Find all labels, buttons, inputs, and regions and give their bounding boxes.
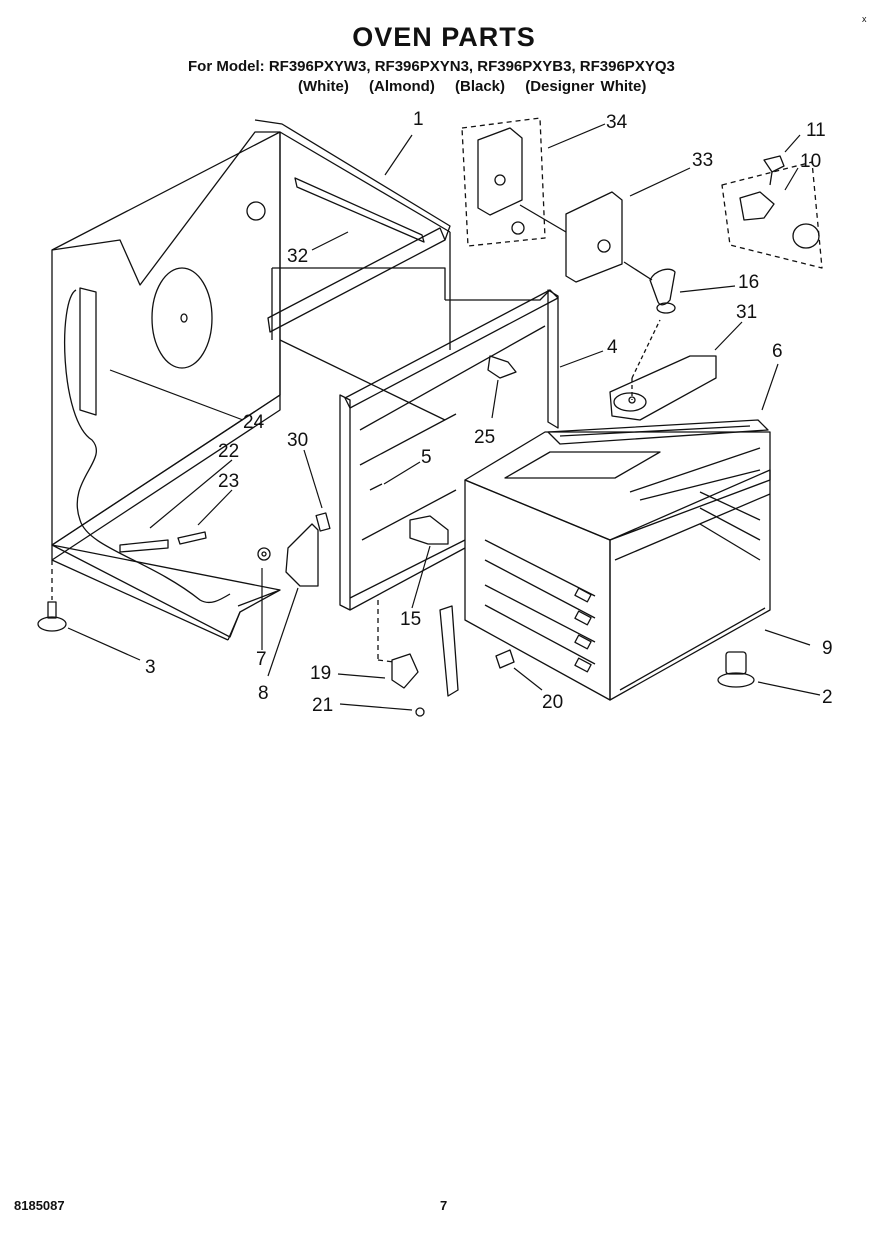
corner-mark: x <box>862 14 867 24</box>
oven-rack <box>547 419 769 561</box>
color-black: (Black) <box>455 78 506 95</box>
callout-4: 4 <box>607 337 618 358</box>
callout-labels: 1 2 3 4 5 6 7 8 9 10 11 15 16 19 20 21 2… <box>145 109 833 716</box>
callout-7: 7 <box>256 649 267 670</box>
bracket-33 <box>519 191 623 283</box>
callout-34: 34 <box>606 112 628 133</box>
callout-19: 19 <box>310 663 331 684</box>
callout-32: 32 <box>287 246 308 267</box>
oven-body <box>51 119 551 641</box>
callout-23: 23 <box>218 471 239 492</box>
callout-33: 33 <box>692 150 713 171</box>
callout-10: 10 <box>800 151 821 172</box>
tube-16 <box>623 261 676 314</box>
small-parts <box>37 355 755 717</box>
page-number: 7 <box>440 1198 448 1213</box>
callout-31: 31 <box>736 302 757 323</box>
bracket-34 <box>461 117 546 247</box>
callout-21: 21 <box>312 695 333 716</box>
callout-16: 16 <box>738 272 759 293</box>
oven-liner <box>464 431 771 701</box>
document-number: 8185087 <box>14 1198 65 1213</box>
callout-2: 2 <box>822 687 833 708</box>
color-designer-white: (Designer White) <box>525 78 647 95</box>
callout-15: 15 <box>400 609 421 630</box>
igniter-31 <box>609 319 717 421</box>
callout-9: 9 <box>822 638 833 659</box>
leader-lines <box>67 123 821 711</box>
page-title: OVEN PARTS <box>352 22 536 52</box>
callout-25: 25 <box>474 427 495 448</box>
color-white: (White) <box>298 78 349 95</box>
callout-24: 24 <box>243 412 265 433</box>
igniter-assembly <box>721 155 823 269</box>
callout-30: 30 <box>287 430 308 451</box>
callout-22: 22 <box>218 441 239 462</box>
color-almond: (Almond) <box>369 78 435 95</box>
callout-20: 20 <box>542 692 563 713</box>
color-list: (White) (Almond) (Black) (Designer White… <box>298 78 660 95</box>
callout-6: 6 <box>772 341 783 362</box>
callout-5: 5 <box>421 447 432 468</box>
callout-1: 1 <box>413 109 424 130</box>
callout-11: 11 <box>806 120 826 141</box>
front-frame <box>339 289 559 611</box>
model-list: For Model: RF396PXYW3, RF396PXYN3, RF396… <box>188 58 675 75</box>
callout-8: 8 <box>258 683 269 704</box>
callout-3: 3 <box>145 657 156 678</box>
